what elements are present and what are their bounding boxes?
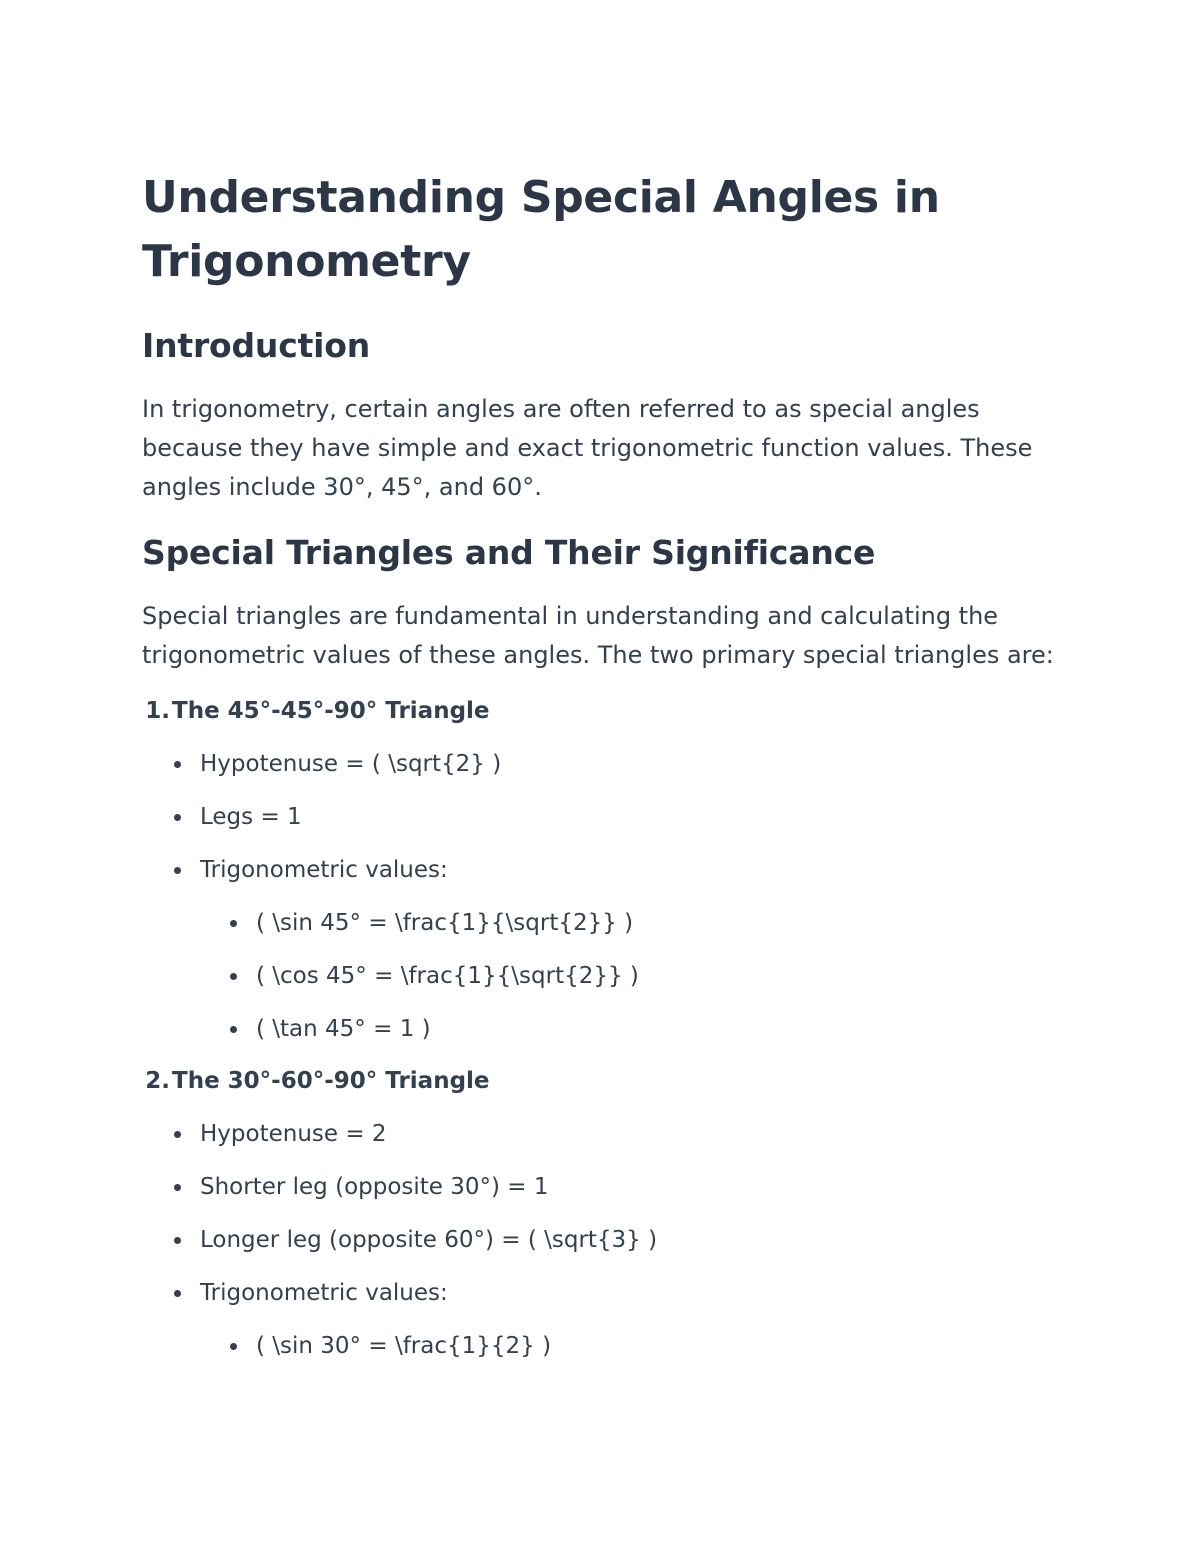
list-item: Trigonometric values: ( \sin 30° = \frac…	[172, 1277, 1072, 1362]
bullet-icon	[174, 814, 181, 821]
bullet-icon	[174, 1237, 181, 1244]
list-item: ( \sin 45° = \frac{1}{\sqrt{2}} )	[228, 907, 1072, 939]
document-page: Understanding Special Angles in Trigonom…	[142, 166, 1072, 1362]
introduction-heading: Introduction	[142, 326, 371, 365]
bullet-icon	[230, 1026, 237, 1033]
list-item: Hypotenuse = ( \sqrt{2} )	[172, 748, 1072, 780]
ordered-item-number: 1.	[145, 698, 170, 724]
introduction-paragraph: In trigonometry, certain angles are ofte…	[142, 395, 1033, 501]
page-title: Understanding Special Angles in Trigonom…	[142, 172, 940, 287]
ordered-item-number: 2.	[145, 1068, 170, 1094]
ordered-item-45-45-90: 1. The 45°-45°-90° Triangle	[142, 695, 1072, 727]
list-item: Legs = 1	[172, 801, 1072, 833]
list-item: ( \sin 30° = \frac{1}{2} )	[228, 1330, 1072, 1362]
list-item: Trigonometric values: ( \sin 45° = \frac…	[172, 854, 1072, 1045]
list-item: ( \cos 45° = \frac{1}{\sqrt{2}} )	[228, 960, 1072, 992]
triangle-30-trig-values-list: ( \sin 30° = \frac{1}{2} )	[228, 1330, 1072, 1362]
list-item: Shorter leg (opposite 30°) = 1	[172, 1171, 1072, 1203]
bullet-icon	[174, 1131, 181, 1138]
list-item: Longer leg (opposite 60°) = ( \sqrt{3} )	[172, 1224, 1072, 1256]
bullet-icon	[230, 1343, 237, 1350]
bullet-icon	[174, 867, 181, 874]
triangle-45-properties-list: Hypotenuse = ( \sqrt{2} ) Legs = 1 Trigo…	[172, 748, 1072, 1045]
bullet-icon	[174, 1290, 181, 1297]
list-item: ( \tan 45° = 1 )	[228, 1013, 1072, 1045]
ordered-item-title: The 45°-45°-90° Triangle	[172, 698, 490, 724]
bullet-icon	[230, 920, 237, 927]
bullet-icon	[174, 1184, 181, 1191]
special-triangles-paragraph: Special triangles are fundamental in und…	[142, 602, 1054, 669]
special-triangles-heading: Special Triangles and Their Significance	[142, 533, 876, 572]
ordered-item-title: The 30°-60°-90° Triangle	[172, 1068, 490, 1094]
triangle-45-trig-values-list: ( \sin 45° = \frac{1}{\sqrt{2}} ) ( \cos…	[228, 907, 1072, 1045]
bullet-icon	[174, 761, 181, 768]
bullet-icon	[230, 973, 237, 980]
triangle-30-properties-list: Hypotenuse = 2 Shorter leg (opposite 30°…	[172, 1118, 1072, 1362]
list-item: Hypotenuse = 2	[172, 1118, 1072, 1150]
ordered-item-30-60-90: 2. The 30°-60°-90° Triangle	[142, 1065, 1072, 1097]
